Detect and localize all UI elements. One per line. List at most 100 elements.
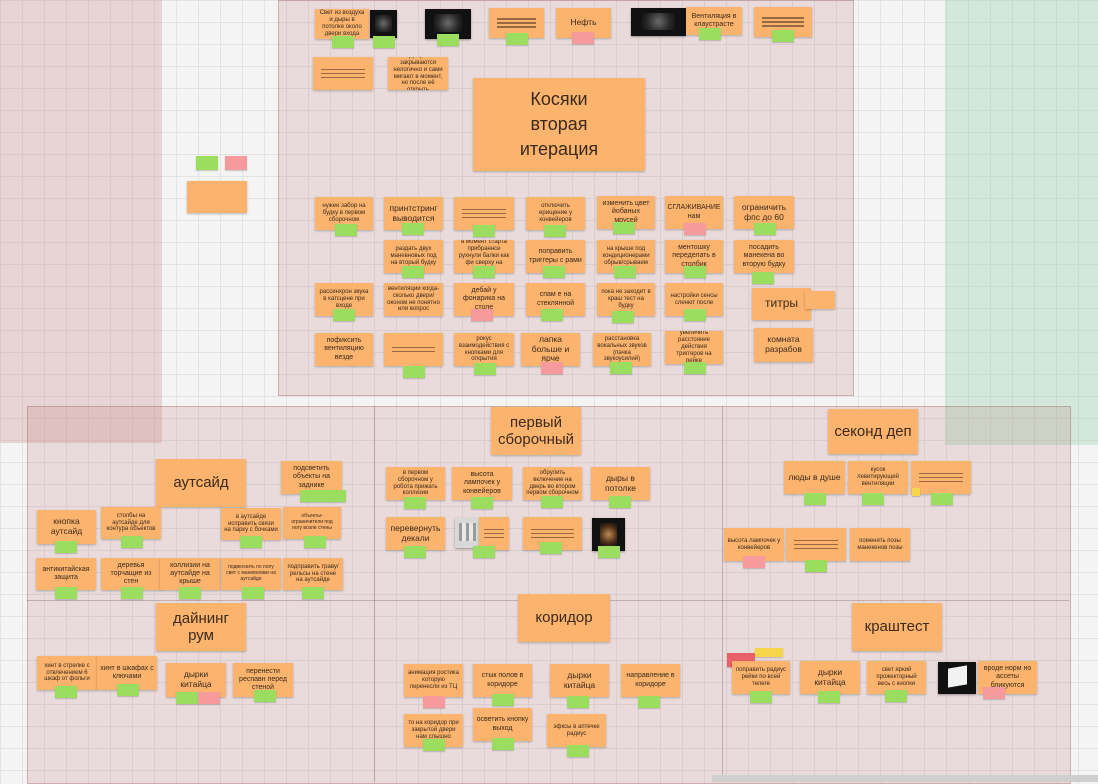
- sticky-note[interactable]: стык полов в коридоре: [473, 664, 532, 697]
- green-tag[interactable]: [541, 496, 563, 508]
- section-title-outside[interactable]: аутсайд: [156, 459, 246, 507]
- sticky-note[interactable]: люды в душе: [784, 461, 845, 494]
- green-tag[interactable]: [240, 536, 262, 548]
- sticky-note[interactable]: дырки китайца: [800, 661, 860, 694]
- sticky-note[interactable]: хинт в шкафах с ключами: [97, 656, 157, 690]
- section-title-second-dep[interactable]: секонд деп: [828, 409, 918, 454]
- green-tag[interactable]: [121, 536, 143, 548]
- screenshot-thumbnail[interactable]: [425, 9, 471, 39]
- sticky-note[interactable]: высота лампочек у конвейеров: [724, 528, 784, 561]
- green-tag[interactable]: [754, 223, 776, 235]
- sticky-note[interactable]: коллизии на аутсайде на крыше: [160, 558, 220, 590]
- green-tag[interactable]: [333, 309, 355, 321]
- sticky-note[interactable]: отключить ерищение у конвейеров: [526, 197, 585, 230]
- green-tag[interactable]: [402, 266, 424, 278]
- screenshot-thumbnail[interactable]: [631, 8, 686, 36]
- legend-green-tag[interactable]: [196, 156, 218, 170]
- sticky-note-lines[interactable]: [313, 57, 373, 90]
- sticky-note[interactable]: вентиляции когда-сколько двери/оконом не…: [384, 283, 443, 316]
- green-tag[interactable]: [544, 225, 566, 237]
- green-tag[interactable]: [684, 266, 706, 278]
- green-tag[interactable]: [699, 28, 721, 40]
- green-tag[interactable]: [402, 223, 424, 235]
- sticky-note[interactable]: титры: [752, 288, 811, 320]
- yellow-tag[interactable]: [912, 488, 920, 496]
- red-tag[interactable]: [471, 309, 493, 321]
- sticky-note[interactable]: столбы на аутсайде для контура объектов: [101, 507, 161, 539]
- sticky-note[interactable]: Свет из воздуха и дыры в потолке около д…: [315, 9, 369, 39]
- sticky-note[interactable]: дыры в потолке: [591, 467, 650, 500]
- green-tag[interactable]: [614, 266, 636, 278]
- green-tag[interactable]: [471, 497, 493, 509]
- green-tag[interactable]: [598, 546, 620, 558]
- sticky-note[interactable]: посадить манекена во вторую будку: [734, 240, 794, 273]
- green-tag[interactable]: [55, 686, 77, 698]
- section-title-crashtest[interactable]: краштест: [852, 603, 942, 651]
- green-tag[interactable]: [613, 222, 635, 234]
- green-tag[interactable]: [567, 745, 589, 757]
- green-tag[interactable]: [176, 692, 198, 704]
- green-tag[interactable]: [254, 690, 276, 702]
- green-tag[interactable]: [684, 362, 706, 374]
- green-tag[interactable]: [373, 36, 395, 48]
- sticky-note[interactable]: расстановка вокальных звуков (пачка звук…: [593, 333, 651, 366]
- green-tag[interactable]: [543, 266, 565, 278]
- green-tag[interactable]: [638, 696, 660, 708]
- red-tag[interactable]: [743, 556, 765, 568]
- green-tag[interactable]: [540, 542, 562, 554]
- sticky-note-lines[interactable]: [384, 333, 443, 366]
- sticky-note[interactable]: дырки китайца: [166, 663, 226, 697]
- sticky-note[interactable]: перевернуть декали: [386, 517, 445, 550]
- sticky-note[interactable]: комната разрабов: [754, 328, 813, 362]
- green-tag[interactable]: [332, 36, 354, 48]
- sticky-note[interactable]: обрулить включение на дверь во втором пе…: [523, 467, 582, 500]
- green-tag[interactable]: [506, 33, 528, 45]
- green-tag[interactable]: [473, 546, 495, 558]
- sticky-note[interactable]: поменять позы манекенов позы: [850, 528, 910, 561]
- sticky-note-empty[interactable]: [805, 291, 835, 309]
- sticky-note[interactable]: Двери закрываются нелогично и сами мигаю…: [388, 57, 448, 90]
- sticky-note[interactable]: пофиксить вентиляцию везде: [315, 333, 373, 366]
- legend-red-tag[interactable]: [225, 156, 247, 170]
- green-tag[interactable]: [117, 684, 139, 696]
- section-title-first-assembly[interactable]: первый сборочный: [491, 407, 581, 455]
- sticky-note-lines[interactable]: [479, 517, 509, 550]
- green-tag[interactable]: [818, 691, 840, 703]
- green-tag[interactable]: [55, 587, 77, 599]
- sticky-note[interactable]: антикитайская защита: [36, 558, 96, 590]
- sticky-note[interactable]: поправить радиус рейки по всей телеге: [732, 661, 790, 694]
- sticky-note[interactable]: объекты-ограничители под ногу возле стен…: [283, 507, 341, 539]
- green-tag[interactable]: [179, 587, 201, 599]
- sticky-note[interactable]: подсветить объекты на заднике: [281, 461, 342, 494]
- green-tag[interactable]: [423, 739, 445, 751]
- section-title-dining-room[interactable]: дайнинг рум: [156, 603, 246, 651]
- sticky-note[interactable]: кнопка аутсайд: [37, 510, 96, 544]
- sticky-note[interactable]: анимация ростика которую перенесли из ТЦ: [404, 664, 463, 697]
- green-tag[interactable]: [862, 493, 884, 505]
- green-tag[interactable]: [931, 493, 953, 505]
- sticky-note[interactable]: свет яркий прожекторный весь с кнопки: [867, 661, 926, 694]
- yellow-tag[interactable]: [755, 648, 783, 657]
- green-tag[interactable]: [492, 738, 514, 750]
- sticky-note[interactable]: лапка больше и ярче: [521, 333, 580, 366]
- sticky-note-empty[interactable]: [187, 181, 247, 213]
- green-tag[interactable]: [684, 309, 706, 321]
- red-tag[interactable]: [684, 223, 706, 235]
- green-tag[interactable]: [610, 362, 632, 374]
- sticky-note[interactable]: осветить кнопку выход: [473, 708, 532, 741]
- green-tag[interactable]: [609, 496, 631, 508]
- green-tag[interactable]: [404, 546, 426, 558]
- green-tag[interactable]: [473, 225, 495, 237]
- red-tag[interactable]: [423, 696, 445, 708]
- sticky-note[interactable]: деревья торчащие из стен: [101, 558, 161, 590]
- green-tag[interactable]: [335, 224, 357, 236]
- red-tag[interactable]: [983, 687, 1005, 699]
- green-tag[interactable]: [804, 493, 826, 505]
- sticky-note[interactable]: увеличить расстояние действия триггеров …: [665, 331, 723, 364]
- sticky-note-lines[interactable]: [786, 528, 846, 561]
- sticky-note[interactable]: эфксы в аптечке радиус: [547, 714, 606, 747]
- green-tag[interactable]: [772, 30, 794, 42]
- sticky-note[interactable]: высота лампочек у конвейеров: [452, 467, 512, 500]
- screenshot-thumbnail[interactable]: [592, 518, 625, 551]
- sticky-note[interactable]: подправить траву/рельсы на стене на аутс…: [283, 558, 343, 590]
